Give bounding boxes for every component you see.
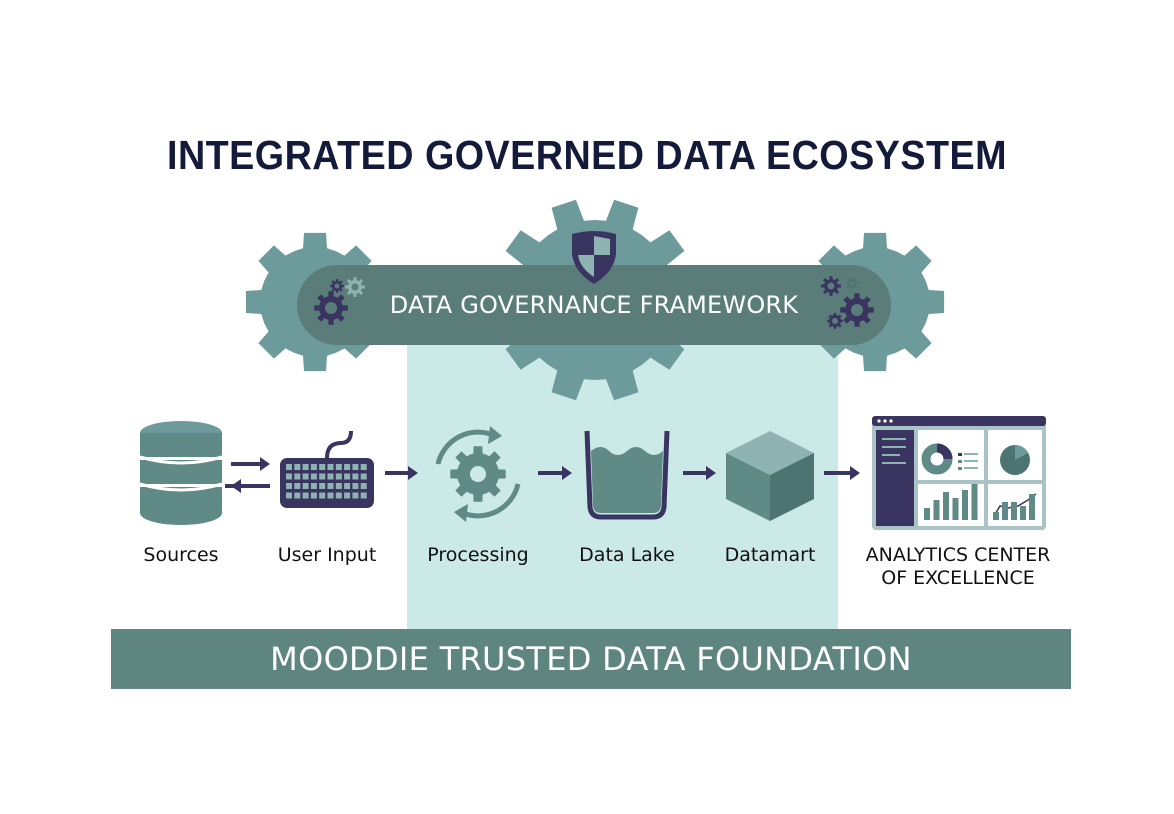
key-icon	[294, 464, 301, 470]
key-icon	[360, 473, 367, 480]
bar-mark	[1020, 506, 1026, 520]
bar-mark	[993, 512, 999, 520]
key-icon	[327, 483, 334, 489]
mini-gear-icon	[330, 279, 344, 293]
bar-mark	[1011, 502, 1017, 520]
governance-label: DATA GOVERNANCE FRAMEWORK	[389, 291, 799, 319]
key-icon	[360, 464, 367, 470]
key-icon	[335, 483, 342, 489]
key-icon	[319, 483, 326, 489]
key-icon	[310, 492, 317, 499]
key-icon	[310, 473, 317, 480]
stage-label-analytics: ANALYTICS CENTER OF EXCELLENCE	[866, 544, 1051, 590]
key-icon	[286, 464, 292, 470]
stage-label-processing: Processing	[427, 544, 529, 566]
key-icon	[352, 483, 359, 489]
key-icon	[335, 464, 342, 470]
arrowhead-icon	[850, 466, 860, 480]
key-icon	[344, 483, 351, 489]
foundation-label: MOODDIE TRUSTED DATA FOUNDATION	[270, 640, 912, 678]
key-icon	[335, 492, 342, 499]
key-icon	[344, 464, 351, 470]
processing-gear-icon	[450, 446, 506, 502]
keyboard-icon	[280, 430, 374, 508]
key-icon	[294, 473, 301, 480]
arrowhead-icon	[562, 466, 572, 480]
key-icon	[286, 483, 292, 489]
key-icon	[286, 473, 292, 480]
key-icon	[352, 473, 359, 480]
key-icon	[360, 492, 367, 499]
mini-gear-icon	[314, 291, 348, 325]
arrowhead-icon	[408, 466, 418, 480]
arrowhead-icon	[260, 457, 270, 471]
key-icon	[310, 464, 317, 470]
mini-gear-icon	[846, 277, 858, 289]
stage-label-user-input: User Input	[277, 544, 377, 566]
mini-gear-icon	[840, 293, 874, 327]
analytics-label-line2: OF EXCELLENCE	[881, 567, 1035, 589]
key-icon	[344, 492, 351, 499]
bar-mark	[924, 508, 930, 520]
gear-cycle-icon	[435, 426, 521, 522]
stage-label-data-lake: Data Lake	[579, 544, 675, 566]
key-icon	[352, 492, 359, 499]
arrowhead-icon	[231, 479, 241, 493]
stage-label-datamart: Datamart	[724, 544, 816, 566]
bar-mark	[1029, 494, 1035, 520]
key-icon	[294, 483, 301, 489]
bar-mark	[962, 490, 968, 520]
key-icon	[319, 492, 326, 499]
key-icon	[335, 473, 342, 480]
foundation-bar: MOODDIE TRUSTED DATA FOUNDATION	[111, 629, 1071, 689]
key-icon	[319, 473, 326, 480]
key-icon	[302, 492, 309, 499]
key-icon	[327, 464, 334, 470]
bar-mark	[1002, 502, 1008, 520]
key-icon	[302, 464, 309, 470]
dashboard-icon	[872, 416, 1046, 530]
shield-icon	[572, 231, 616, 284]
diagram-title: INTEGRATED GOVERNED DATA ECOSYSTEM	[167, 132, 1007, 178]
key-icon	[344, 473, 351, 480]
key-icon	[294, 492, 301, 499]
cube-icon	[726, 431, 814, 521]
mini-gear-icon	[345, 277, 365, 297]
lake-icon	[584, 430, 670, 520]
stage-label-sources: Sources	[143, 544, 219, 566]
bar-mark	[943, 492, 949, 520]
key-icon	[302, 473, 309, 480]
bar-mark	[971, 484, 978, 520]
key-icon	[319, 464, 326, 470]
key-icon	[310, 483, 317, 489]
key-icon	[327, 492, 334, 499]
mini-gear-icon	[827, 313, 843, 329]
key-icon	[352, 464, 359, 470]
analytics-label-line1: ANALYTICS CENTER	[865, 544, 1051, 566]
key-icon	[360, 483, 367, 489]
mini-gear-icon	[821, 276, 841, 296]
bar-mark	[933, 500, 940, 520]
database-icon	[139, 421, 223, 525]
bar-mark	[952, 498, 959, 520]
key-icon	[286, 492, 292, 499]
arrowhead-icon	[706, 466, 716, 480]
key-icon	[327, 473, 334, 480]
key-icon	[302, 483, 309, 489]
